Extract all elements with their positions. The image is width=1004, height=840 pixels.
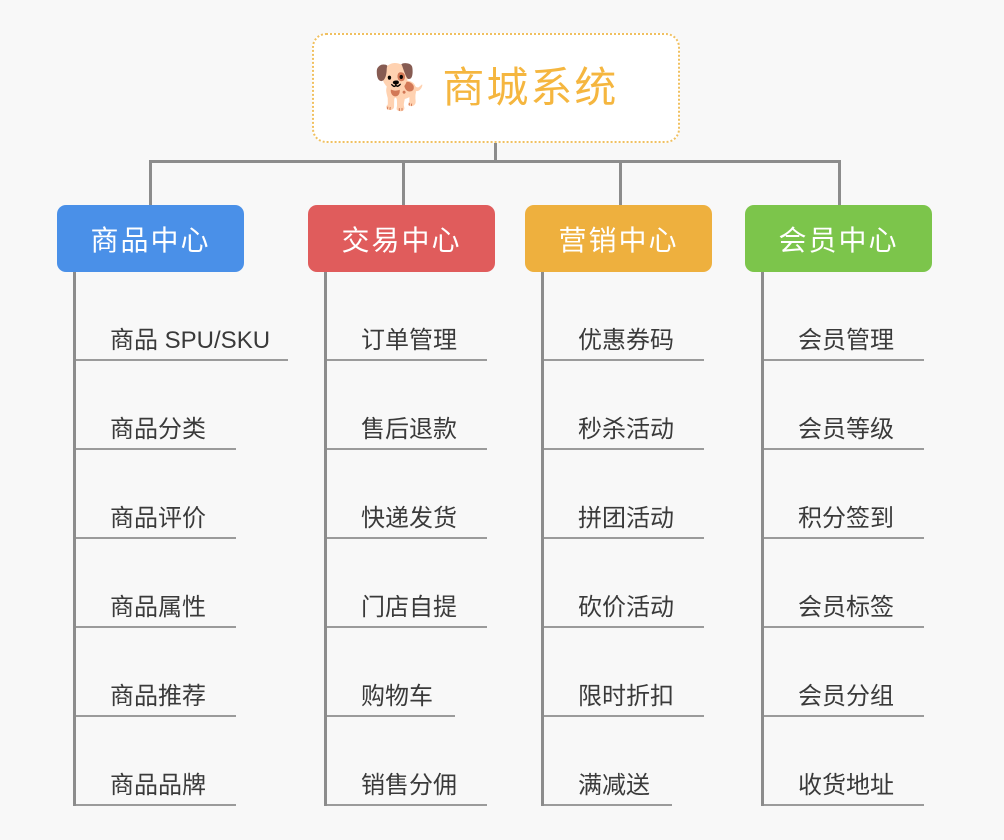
drop-connector-product-center	[149, 162, 152, 207]
leaf-list-marketing-center: 优惠券码 秒杀活动 拼团活动 砍价活动 限时折扣 满减送	[541, 272, 712, 806]
leaf-label: 商品 SPU/SKU	[110, 326, 271, 354]
leaf-list-product-center: 商品 SPU/SKU 商品分类 商品评价 商品属性 商品推荐 商品品牌	[73, 272, 288, 806]
leaf-label: 商品评价	[110, 504, 206, 532]
category-label: 会员中心	[778, 224, 899, 256]
category-box-trade-center[interactable]: 交易中心	[308, 205, 495, 272]
leaf-label: 收货地址	[798, 771, 894, 799]
category-label: 交易中心	[341, 224, 462, 256]
leaf-item[interactable]: 会员等级	[764, 361, 924, 450]
leaf-item[interactable]: 满减送	[544, 717, 672, 806]
category-box-marketing-center[interactable]: 营销中心	[525, 205, 712, 272]
leaf-label: 商品品牌	[110, 771, 206, 799]
root-title: 商城系统	[442, 64, 619, 111]
leaf-label: 售后退款	[361, 415, 457, 443]
leaf-label: 限时折扣	[578, 682, 674, 710]
branch-product-center: 商品中心 商品 SPU/SKU 商品分类 商品评价 商品属性 商品推荐 商品品牌	[57, 205, 288, 806]
leaf-item[interactable]: 优惠券码	[544, 272, 704, 361]
root-node[interactable]: 🐕 商城系统	[312, 33, 680, 143]
leaf-label: 商品属性	[110, 593, 206, 621]
leaf-item[interactable]: 限时折扣	[544, 628, 704, 717]
leaf-item[interactable]: 购物车	[327, 628, 455, 717]
leaf-label: 积分签到	[798, 504, 894, 532]
leaf-item[interactable]: 商品属性	[76, 539, 236, 628]
leaf-label: 购物车	[361, 682, 433, 710]
category-label: 商品中心	[90, 224, 211, 256]
leaf-item[interactable]: 秒杀活动	[544, 361, 704, 450]
root-stem-connector	[494, 143, 497, 163]
drop-connector-member-center	[838, 162, 841, 207]
drop-connector-trade-center	[402, 162, 405, 207]
leaf-item[interactable]: 售后退款	[327, 361, 487, 450]
leaf-label: 快递发货	[361, 504, 457, 532]
drop-connector-marketing-center	[619, 162, 622, 207]
leaf-label: 会员标签	[798, 593, 894, 621]
leaf-item[interactable]: 积分签到	[764, 450, 924, 539]
leaf-label: 会员等级	[798, 415, 894, 443]
leaf-label: 商品分类	[110, 415, 206, 443]
leaf-item[interactable]: 门店自提	[327, 539, 487, 628]
category-box-product-center[interactable]: 商品中心	[57, 205, 244, 272]
bus-bar-connector	[149, 160, 841, 163]
leaf-item[interactable]: 快递发货	[327, 450, 487, 539]
leaf-label: 销售分佣	[361, 771, 457, 799]
branch-marketing-center: 营销中心 优惠券码 秒杀活动 拼团活动 砍价活动 限时折扣 满减送	[525, 205, 712, 806]
leaf-item[interactable]: 商品品牌	[76, 717, 236, 806]
leaf-label: 砍价活动	[578, 593, 674, 621]
leaf-item[interactable]: 会员分组	[764, 628, 924, 717]
leaf-label: 订单管理	[361, 326, 457, 354]
leaf-item[interactable]: 收货地址	[764, 717, 924, 806]
leaf-item[interactable]: 会员管理	[764, 272, 924, 361]
leaf-list-trade-center: 订单管理 售后退款 快递发货 门店自提 购物车 销售分佣	[324, 272, 495, 806]
category-label: 营销中心	[558, 224, 679, 256]
leaf-item[interactable]: 销售分佣	[327, 717, 487, 806]
leaf-label: 门店自提	[361, 593, 457, 621]
leaf-item[interactable]: 砍价活动	[544, 539, 704, 628]
branch-member-center: 会员中心 会员管理 会员等级 积分签到 会员标签 会员分组 收货地址	[745, 205, 932, 806]
leaf-list-member-center: 会员管理 会员等级 积分签到 会员标签 会员分组 收货地址	[761, 272, 932, 806]
leaf-item[interactable]: 商品推荐	[76, 628, 236, 717]
leaf-label: 会员分组	[798, 682, 894, 710]
leaf-label: 满减送	[578, 771, 650, 799]
leaf-item[interactable]: 商品评价	[76, 450, 236, 539]
shiba-dog-face-icon: 🐕	[373, 63, 429, 112]
leaf-item[interactable]: 拼团活动	[544, 450, 704, 539]
leaf-label: 会员管理	[798, 326, 894, 354]
leaf-item[interactable]: 商品 SPU/SKU	[76, 272, 288, 361]
leaf-label: 优惠券码	[578, 326, 674, 354]
category-box-member-center[interactable]: 会员中心	[745, 205, 932, 272]
leaf-item[interactable]: 订单管理	[327, 272, 487, 361]
leaf-item[interactable]: 商品分类	[76, 361, 236, 450]
leaf-label: 商品推荐	[110, 682, 206, 710]
leaf-item[interactable]: 会员标签	[764, 539, 924, 628]
leaf-label: 拼团活动	[578, 504, 674, 532]
branch-trade-center: 交易中心 订单管理 售后退款 快递发货 门店自提 购物车 销售分佣	[308, 205, 495, 806]
leaf-label: 秒杀活动	[578, 415, 674, 443]
